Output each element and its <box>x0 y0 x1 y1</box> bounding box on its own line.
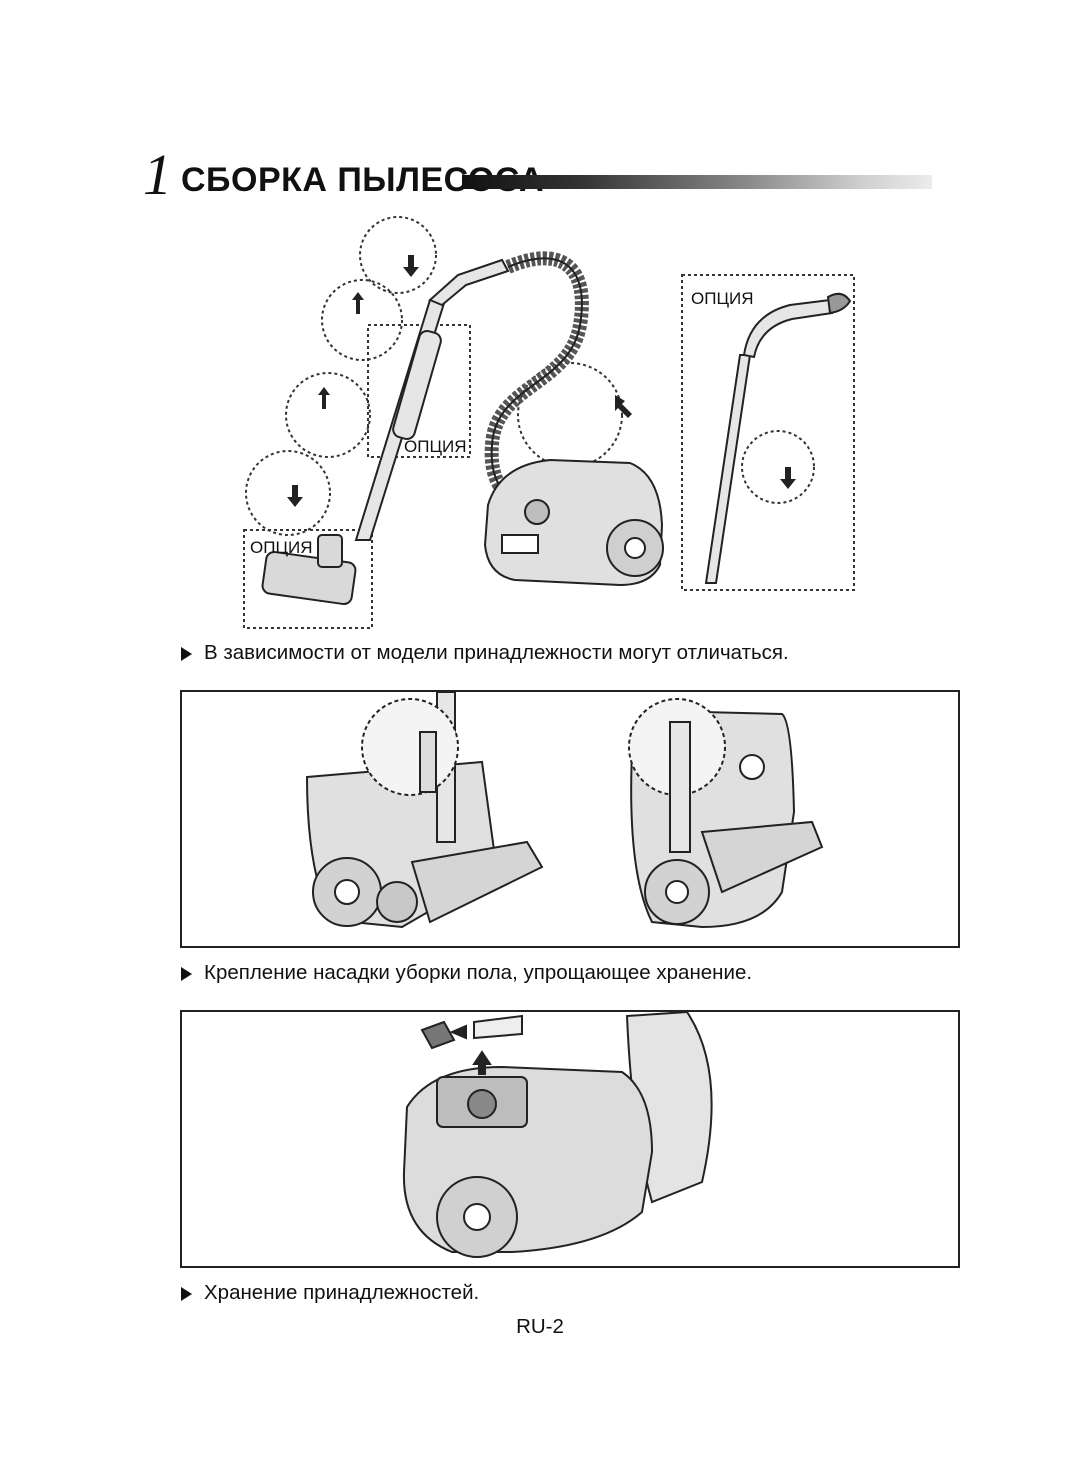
bullet-triangle-icon-3 <box>181 1286 192 1301</box>
caption-accessories-differ: В зависимости от модели принадлежности м… <box>181 640 789 666</box>
nozzle-parking-illustration <box>305 691 824 929</box>
caption-text-2: Крепление насадки уборки пола, упрощающе… <box>204 961 753 984</box>
caption-accessory-storage: Хранение принадлежностей. <box>181 1280 479 1306</box>
figure-nozzle-parking <box>180 690 960 948</box>
title-gradient-bar <box>462 175 932 189</box>
page-number: RU-2 <box>516 1315 564 1338</box>
accessory-storage-illustration <box>402 1010 713 1258</box>
detail-circle-tube-lock <box>285 372 371 458</box>
arrow-down-icon-2 <box>287 485 303 507</box>
bullet-triangle-icon-2 <box>181 966 192 981</box>
option-label-top: ОПЦИЯ <box>691 289 754 308</box>
arrow-up-storage-icon <box>472 1050 492 1075</box>
arrow-diagonal-icon <box>615 395 632 418</box>
option-label-bottom: ОПЦИЯ <box>250 538 313 557</box>
caption-nozzle-parking: Крепление насадки уборки пола, упрощающе… <box>181 960 752 986</box>
arrow-up-icon <box>352 292 364 314</box>
detail-circle-tube-top <box>359 216 437 294</box>
arrow-down-icon <box>403 255 419 277</box>
arrow-down-icon-3 <box>780 467 796 489</box>
figure-accessory-storage <box>180 1010 960 1268</box>
detail-circle-tube-join <box>321 279 403 361</box>
caption-text-3: Хранение принадлежностей. <box>204 1281 480 1304</box>
option-box-tube <box>681 274 855 591</box>
option-box-nozzle <box>243 529 373 629</box>
detail-circle-option-tube <box>741 430 815 504</box>
detail-circle-nozzle-join <box>245 450 331 536</box>
option-label-middle: ОПЦИЯ <box>404 437 467 456</box>
detail-circle-hose-connect <box>517 362 623 468</box>
option-box-handle <box>367 324 471 458</box>
section-number: 1 <box>143 142 172 207</box>
caption-text: В зависимости от модели принадлежности м… <box>204 641 789 664</box>
assembly-illustration: ОПЦИЯ ОПЦИЯ ОПЦИЯ <box>243 216 855 629</box>
arrow-up-icon-2 <box>318 387 330 409</box>
bullet-triangle-icon <box>181 646 192 661</box>
